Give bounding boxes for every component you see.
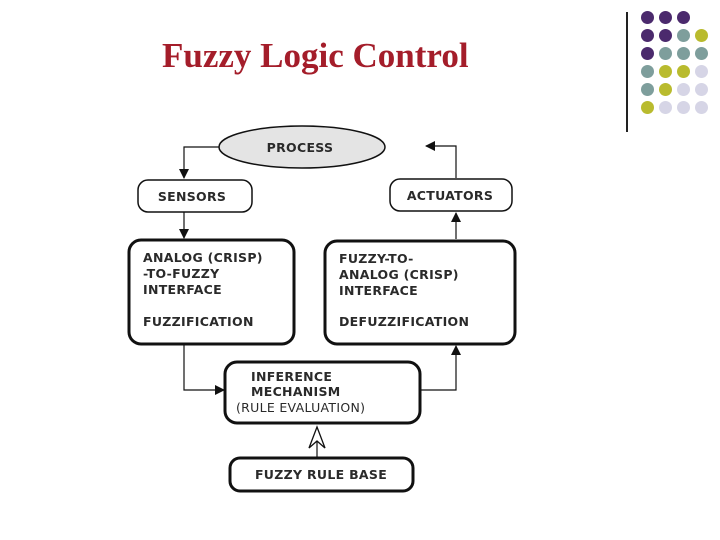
dot <box>659 65 672 78</box>
dot <box>677 47 690 60</box>
defuzzification-node <box>323 239 517 346</box>
defuzzification-label: DEFUZZIFICATION <box>339 314 469 329</box>
dot <box>659 47 672 60</box>
process-label: PROCESS <box>267 140 334 155</box>
arrow-actuators-to-process <box>425 141 457 178</box>
actuators-node <box>389 178 513 212</box>
divider-line <box>626 12 628 132</box>
sensors-node <box>137 179 253 213</box>
slide-title: Fuzzy Logic Control <box>162 36 469 75</box>
defuzzification-line-3: INTERFACE <box>339 283 418 298</box>
dot <box>659 11 672 24</box>
dot <box>641 83 654 96</box>
inference-line-3: (RULE EVALUATION) <box>236 400 365 415</box>
process-node <box>218 125 386 169</box>
fuzzification-line-1: ANALOG (CRISP) <box>143 250 263 265</box>
dot <box>695 29 708 42</box>
rule-base-label: FUZZY RULE BASE <box>255 467 387 482</box>
dot <box>677 65 690 78</box>
connectors <box>179 141 461 458</box>
inference-node <box>223 360 422 425</box>
fuzzification-label: FUZZIFICATION <box>143 314 254 329</box>
dot <box>641 29 654 42</box>
dot <box>641 47 654 60</box>
dot <box>695 83 708 96</box>
dot <box>695 47 708 60</box>
inference-line-1: INFERENCE <box>251 369 332 384</box>
dot <box>641 65 654 78</box>
dot <box>677 101 690 114</box>
defuzzification-line-2: ANALOG (CRISP) <box>339 267 459 282</box>
dot <box>677 83 690 96</box>
fuzzification-line-2: -TO-FUZZY <box>143 266 220 281</box>
dot <box>695 101 708 114</box>
dot <box>641 101 654 114</box>
dot <box>659 101 672 114</box>
dot <box>659 29 672 42</box>
fuzzification-line-3: INTERFACE <box>143 282 222 297</box>
arrow-fuzzification-to-inference <box>183 344 225 395</box>
dot <box>695 65 708 78</box>
fuzzification-node <box>127 238 296 346</box>
arrow-process-to-sensors <box>179 146 219 179</box>
arrow-inference-to-defuzzification <box>421 345 461 391</box>
open-arrow-head <box>308 425 326 449</box>
dot <box>677 11 690 24</box>
dot <box>677 29 690 42</box>
dot <box>641 11 654 24</box>
rule-base-node <box>228 456 415 493</box>
sensors-label: SENSORS <box>158 189 226 204</box>
defuzzification-line-1: FUZZY-TO- <box>339 251 414 266</box>
dot <box>659 83 672 96</box>
inference-line-2: MECHANISM <box>251 384 341 399</box>
actuators-label: ACTUATORS <box>407 188 493 203</box>
